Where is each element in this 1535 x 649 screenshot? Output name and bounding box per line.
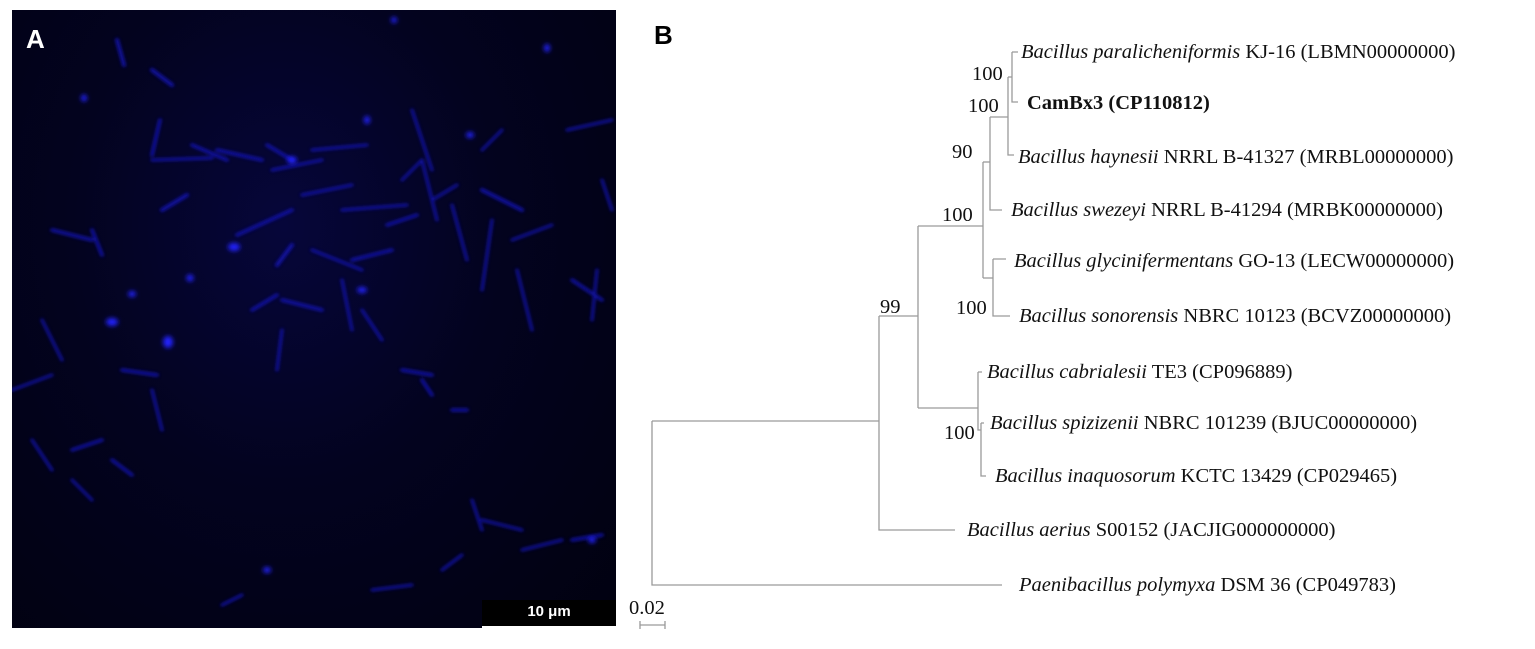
strain-accession: TE3 (CP096889) bbox=[1151, 361, 1293, 383]
tree-leaf: Bacillus glycinifermentans GO-13 (LECW00… bbox=[1014, 251, 1454, 272]
tree-leaf: Bacillus spizizenii NBRC 101239 (BJUC000… bbox=[990, 413, 1417, 434]
strain-accession: NBRC 10123 (BCVZ00000000) bbox=[1183, 305, 1452, 327]
tree-leaf: Bacillus sonorensis NBRC 10123 (BCVZ0000… bbox=[1019, 306, 1451, 327]
species-name: Bacillus haynesii bbox=[1018, 146, 1159, 168]
scale-bar-line bbox=[482, 626, 616, 628]
species-name: Bacillus paralicheniformis bbox=[1021, 41, 1241, 63]
strain-accession: NRRL B-41327 (MRBL00000000) bbox=[1163, 146, 1454, 168]
strain-accession: DSM 36 (CP049783) bbox=[1220, 574, 1396, 596]
tree-scale-label: 0.02 bbox=[629, 597, 665, 619]
strain-accession: NBRC 101239 (BJUC00000000) bbox=[1143, 412, 1418, 434]
tree-leaf-outgroup: Paenibacillus polymyxa DSM 36 (CP049783) bbox=[1019, 575, 1396, 596]
species-name: Bacillus spizizenii bbox=[990, 412, 1139, 434]
bootstrap-value: 90 bbox=[952, 141, 973, 163]
species-name: Bacillus swezeyi bbox=[1011, 199, 1146, 221]
panel-b-label: B bbox=[654, 20, 673, 50]
panel-a-label: A bbox=[26, 24, 45, 54]
micrograph-scale-bar: 10 μm bbox=[482, 600, 616, 628]
bootstrap-value: 100 bbox=[968, 95, 999, 117]
tree-leaf: Bacillus paralicheniformis KJ-16 (LBMN00… bbox=[1021, 42, 1455, 63]
strain-accession: KCTC 13429 (CP029465) bbox=[1180, 465, 1398, 487]
micrograph-panel: A 10 μm bbox=[12, 10, 616, 628]
scale-bar-label: 10 μm bbox=[527, 603, 571, 620]
species-name: Bacillus glycinifermentans bbox=[1014, 250, 1234, 272]
bootstrap-value: 100 bbox=[972, 63, 1003, 85]
bootstrap-value: 100 bbox=[944, 422, 975, 444]
tree-leaf: Bacillus aerius S00152 (JACJIG000000000) bbox=[967, 520, 1335, 541]
bootstrap-value: 100 bbox=[956, 297, 987, 319]
tree-leaf: Bacillus swezeyi NRRL B-41294 (MRBK00000… bbox=[1011, 200, 1443, 221]
strain-accession: GO-13 (LECW00000000) bbox=[1238, 250, 1455, 272]
bootstrap-value: 100 bbox=[942, 204, 973, 226]
bacteria-cells-image bbox=[12, 17, 614, 607]
strain-accession: CamBx3 (CP110812) bbox=[1027, 92, 1210, 114]
tree-leaf-query-strain: CamBx3 (CP110812) bbox=[1027, 93, 1210, 114]
tree-leaf: Bacillus cabrialesii TE3 (CP096889) bbox=[987, 362, 1292, 383]
species-name: Bacillus cabrialesii bbox=[987, 361, 1147, 383]
tree-leaf: Bacillus inaquosorum KCTC 13429 (CP02946… bbox=[995, 466, 1397, 487]
species-name: Bacillus aerius bbox=[967, 519, 1091, 541]
bootstrap-value: 99 bbox=[880, 296, 901, 318]
strain-accession: S00152 (JACJIG000000000) bbox=[1095, 519, 1336, 541]
species-name: Bacillus inaquosorum bbox=[995, 465, 1176, 487]
tree-leaf: Bacillus haynesii NRRL B-41327 (MRBL0000… bbox=[1018, 147, 1453, 168]
strain-accession: KJ-16 (LBMN00000000) bbox=[1245, 41, 1456, 63]
strain-accession: NRRL B-41294 (MRBK00000000) bbox=[1151, 199, 1444, 221]
species-name: Paenibacillus polymyxa bbox=[1019, 574, 1216, 596]
species-name: Bacillus sonorensis bbox=[1019, 305, 1179, 327]
